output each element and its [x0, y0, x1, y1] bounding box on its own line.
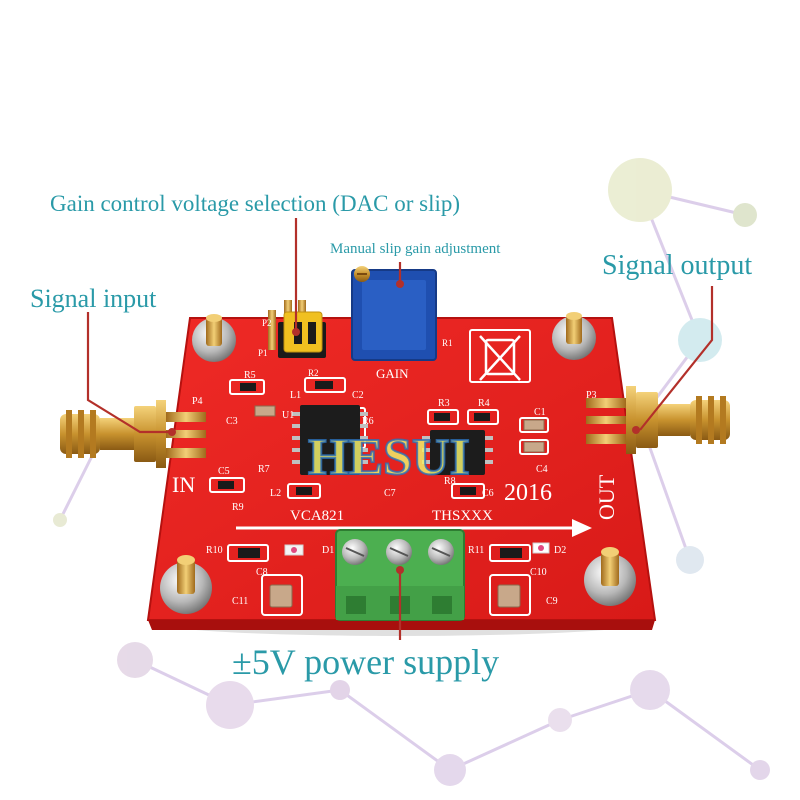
- designator-c4: C4: [536, 464, 548, 475]
- designator-c9: C9: [546, 596, 558, 607]
- designator-r7: R7: [258, 464, 270, 475]
- designator-r9: R9: [232, 502, 244, 513]
- designator-p3: P3: [586, 390, 597, 401]
- callout-signal-output: Signal output: [602, 250, 753, 281]
- designator-c3: C3: [226, 416, 238, 427]
- weee-symbol: [479, 335, 521, 381]
- designator-r4: R4: [478, 398, 490, 409]
- designator-r5: R5: [244, 370, 256, 381]
- hesui-watermark: HESUI: [308, 429, 470, 486]
- designator-c2: C2: [352, 390, 364, 401]
- designator-c5: C5: [218, 466, 230, 477]
- designator-r10: R10: [206, 545, 223, 556]
- designator-r2: R2: [308, 368, 319, 378]
- potentiometer: [351, 266, 437, 361]
- silkscreen-text: IN OUT 2016 GAIN VCA821 THSXXX P1 P2 P3 …: [172, 318, 619, 607]
- callout-gain-control-selection: Gain control voltage selection (DAC or s…: [50, 191, 461, 216]
- board-label-out: OUT: [594, 474, 619, 520]
- designator-c1: C1: [534, 407, 546, 418]
- designator-l1: L1: [290, 390, 301, 401]
- callout-lines: [86, 218, 714, 640]
- board-label-chip-left: VCA821: [290, 508, 344, 524]
- designator-r1: R1: [442, 338, 453, 348]
- designator-c10: C10: [530, 567, 547, 578]
- designator-p4: P4: [192, 396, 203, 407]
- sma-input-connector: [60, 400, 206, 468]
- designator-p1: P1: [258, 348, 268, 358]
- designator-r6: R6: [362, 416, 374, 427]
- designator-c11: C11: [232, 596, 248, 607]
- mounting-stud-bottom-left: [160, 555, 212, 614]
- board-label-chip-right: THSXXX: [432, 508, 493, 524]
- designator-d1: D1: [322, 545, 334, 556]
- mounting-stud-top-right: [552, 312, 596, 360]
- designator-c8: C8: [256, 567, 268, 578]
- mounting-stud-top-left: [192, 314, 236, 362]
- board-label-in: IN: [172, 472, 195, 497]
- ic-vca821: [292, 405, 368, 475]
- callout-line-input: [86, 312, 172, 434]
- ic-thsxxx: [422, 430, 493, 475]
- callout-signal-input: Signal input: [30, 284, 157, 313]
- board-label-gain: GAIN: [376, 366, 409, 381]
- designator-c7: C7: [384, 488, 396, 499]
- callout-manual-slip-adjustment: Manual slip gain adjustment: [330, 241, 501, 257]
- designator-c6: C6: [482, 488, 494, 499]
- silkscreen-outlines: [209, 329, 549, 616]
- board-label-year: 2016: [504, 480, 552, 506]
- designator-d2: D2: [554, 545, 566, 556]
- designator-r11: R11: [468, 545, 484, 556]
- board-arrow: [236, 519, 592, 537]
- mounting-stud-bottom-right: [584, 547, 636, 606]
- designator-u1: U1: [282, 410, 294, 421]
- designator-r8: R8: [444, 476, 456, 487]
- callout-line-output: [639, 286, 714, 431]
- designator-p2: P2: [262, 318, 272, 328]
- designator-r3: R3: [438, 398, 450, 409]
- background-molecule-pattern: [53, 158, 770, 786]
- smd-components: [218, 381, 545, 608]
- jumper-header: [268, 300, 326, 358]
- callout-power-supply: ±5V power supply: [232, 642, 500, 682]
- designator-l2: L2: [270, 488, 281, 499]
